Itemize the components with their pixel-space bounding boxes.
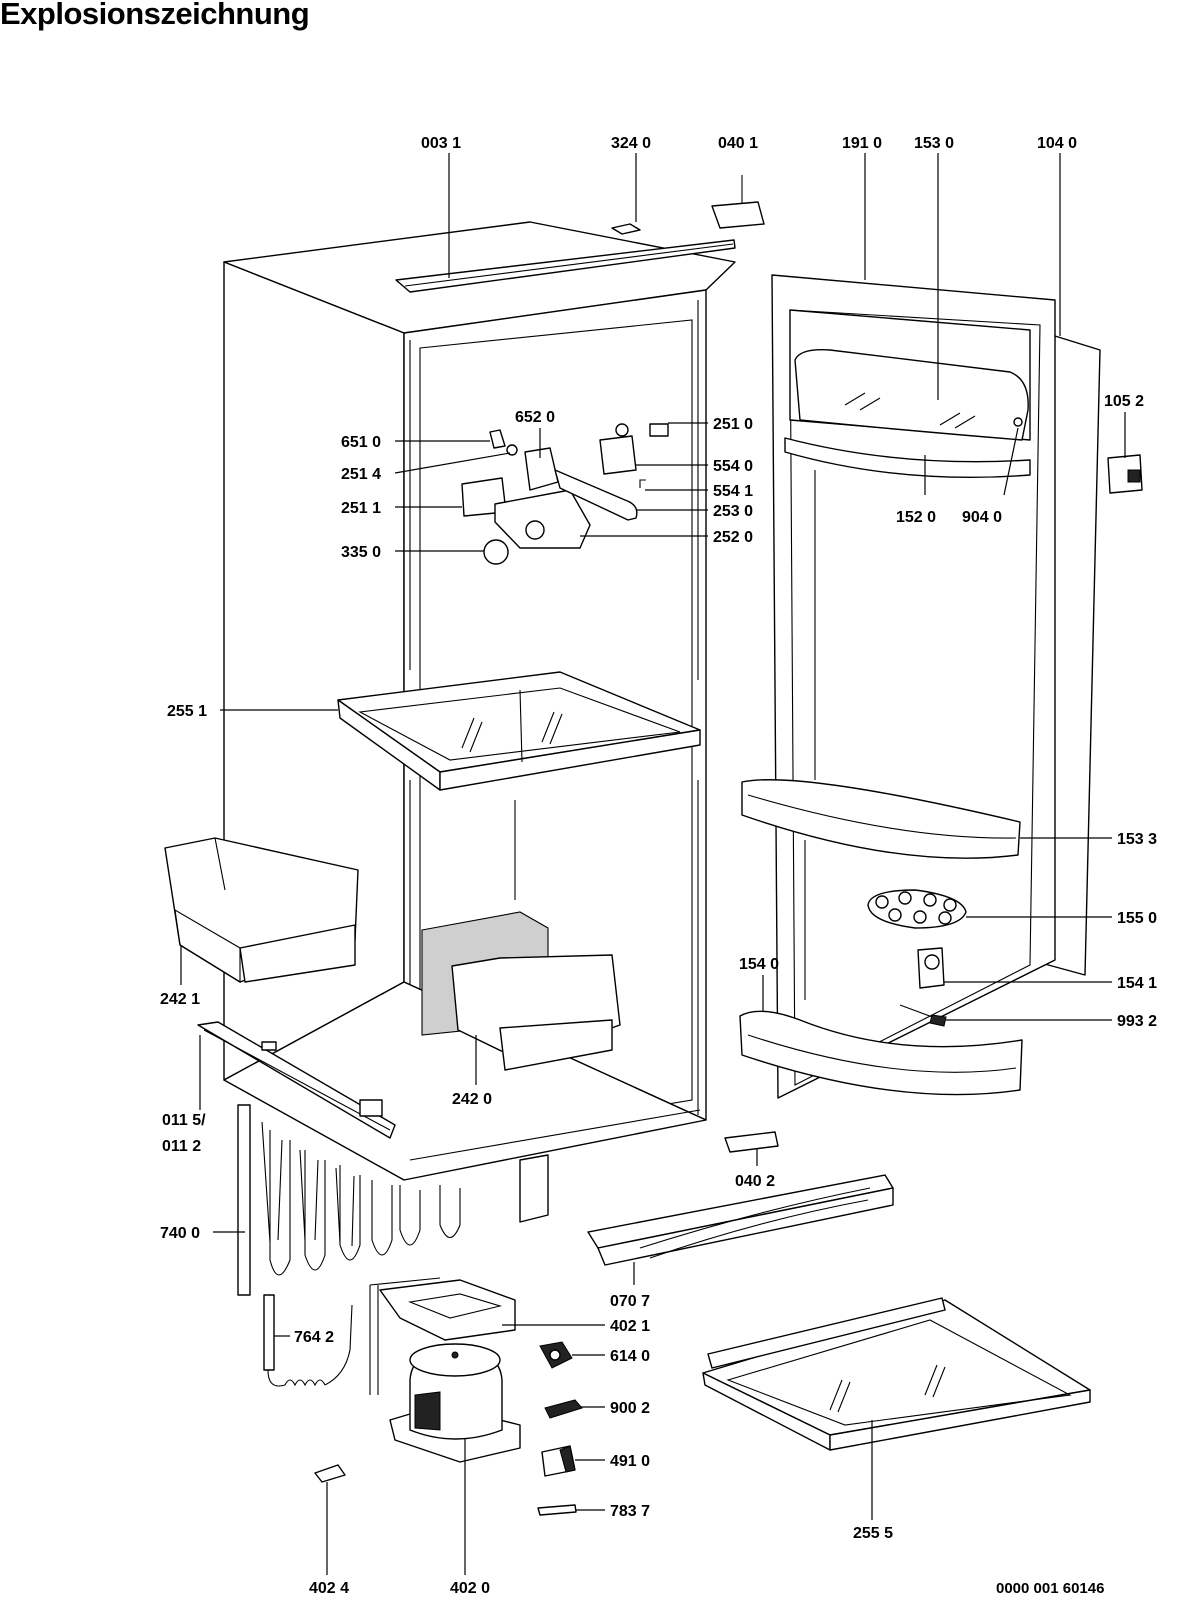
part-hinge-0402 — [724, 1131, 779, 1153]
part-clip-3240 — [611, 223, 641, 235]
part-bin-2420 — [421, 911, 621, 1071]
control-unit — [461, 423, 669, 565]
label-2555: 255 5 — [853, 1525, 893, 1542]
part-clip-4024 — [314, 1464, 346, 1483]
part-insert-9932 — [899, 1004, 947, 1027]
label-1533: 153 3 — [1117, 831, 1157, 848]
drawing-number: 0000 001 60146 — [996, 1580, 1104, 1597]
page-title: Explosionszeichnung — [0, 0, 310, 31]
label-2551: 255 1 — [167, 703, 207, 720]
label-0112: 011 2 — [162, 1138, 201, 1155]
label-1550: 155 0 — [1117, 910, 1157, 927]
part-butter-compartment — [784, 309, 1031, 479]
part-hinge-0401 — [711, 175, 765, 229]
part-capillary-tube — [263, 1294, 353, 1387]
label-9932: 993 2 — [1117, 1013, 1157, 1030]
label-0031: 003 1 — [421, 135, 461, 152]
label-0401: 040 1 — [718, 135, 758, 152]
part-bracket-1541 — [917, 947, 945, 989]
door — [771, 274, 1101, 1099]
part-bottom-trim — [197, 1021, 396, 1139]
label-2421: 242 1 — [160, 991, 200, 1008]
part-door-shelf-1533 — [741, 779, 1021, 859]
part-relay-6140 — [539, 1341, 573, 1369]
label-1910: 191 0 — [842, 135, 882, 152]
part-condenser-7400 — [237, 1104, 549, 1296]
label-4910: 491 0 — [610, 1453, 650, 1470]
label-2520: 252 0 — [713, 529, 753, 546]
part-toe-grille — [587, 1174, 894, 1266]
part-egg-tray — [867, 889, 967, 929]
label-2420: 242 0 — [452, 1091, 492, 1108]
part-glass-shelf-2551 — [337, 671, 701, 791]
top-trim-strip — [395, 239, 736, 293]
label-7837: 783 7 — [610, 1503, 650, 1520]
leader-lines — [180, 153, 1126, 1575]
label-4024: 402 4 — [309, 1580, 349, 1597]
part-box-4910 — [541, 1445, 576, 1477]
label-9002: 900 2 — [610, 1400, 650, 1417]
label-6140: 614 0 — [610, 1348, 650, 1365]
label-6510: 651 0 — [341, 434, 381, 451]
label-0115: 011 5/ — [162, 1112, 206, 1129]
label-1530: 153 0 — [914, 135, 954, 152]
label-0402: 040 2 — [735, 1173, 775, 1190]
label-4020: 402 0 — [450, 1580, 490, 1597]
label-5540: 554 0 — [713, 458, 753, 475]
part-bin-2421 — [164, 837, 359, 983]
part-door-shelf-1540 — [739, 1010, 1023, 1096]
part-glass-shelf-2555 — [702, 1297, 1091, 1451]
label-4021: 402 1 — [610, 1318, 650, 1335]
label-2511: 251 1 — [341, 500, 381, 517]
label-3240: 324 0 — [611, 135, 651, 152]
label-1052: 105 2 — [1104, 393, 1144, 410]
part-hinge-1052 — [1107, 454, 1143, 494]
part-compressor — [389, 1343, 521, 1463]
label-2514: 251 4 — [341, 466, 381, 483]
label-2510: 251 0 — [713, 416, 753, 433]
label-1040: 104 0 — [1037, 135, 1077, 152]
label-1541: 154 1 — [1117, 975, 1157, 992]
label-7400: 740 0 — [160, 1225, 200, 1242]
part-fuse-7837 — [537, 1504, 577, 1516]
label-0707: 070 7 — [610, 1293, 650, 1310]
label-2530: 253 0 — [713, 503, 753, 520]
label-9040: 904 0 — [962, 509, 1002, 526]
part-compressor-tray — [369, 1277, 516, 1395]
label-5541: 554 1 — [713, 483, 753, 500]
label-7642: 764 2 — [294, 1329, 334, 1346]
label-6520: 652 0 — [515, 409, 555, 426]
part-part-9002 — [544, 1399, 583, 1419]
label-1540: 154 0 — [739, 956, 779, 973]
label-1520: 152 0 — [896, 509, 936, 526]
label-3350: 335 0 — [341, 544, 381, 561]
part-labels: 003 1 324 0 040 1 191 0 153 0 104 0 105 … — [160, 135, 1157, 1597]
